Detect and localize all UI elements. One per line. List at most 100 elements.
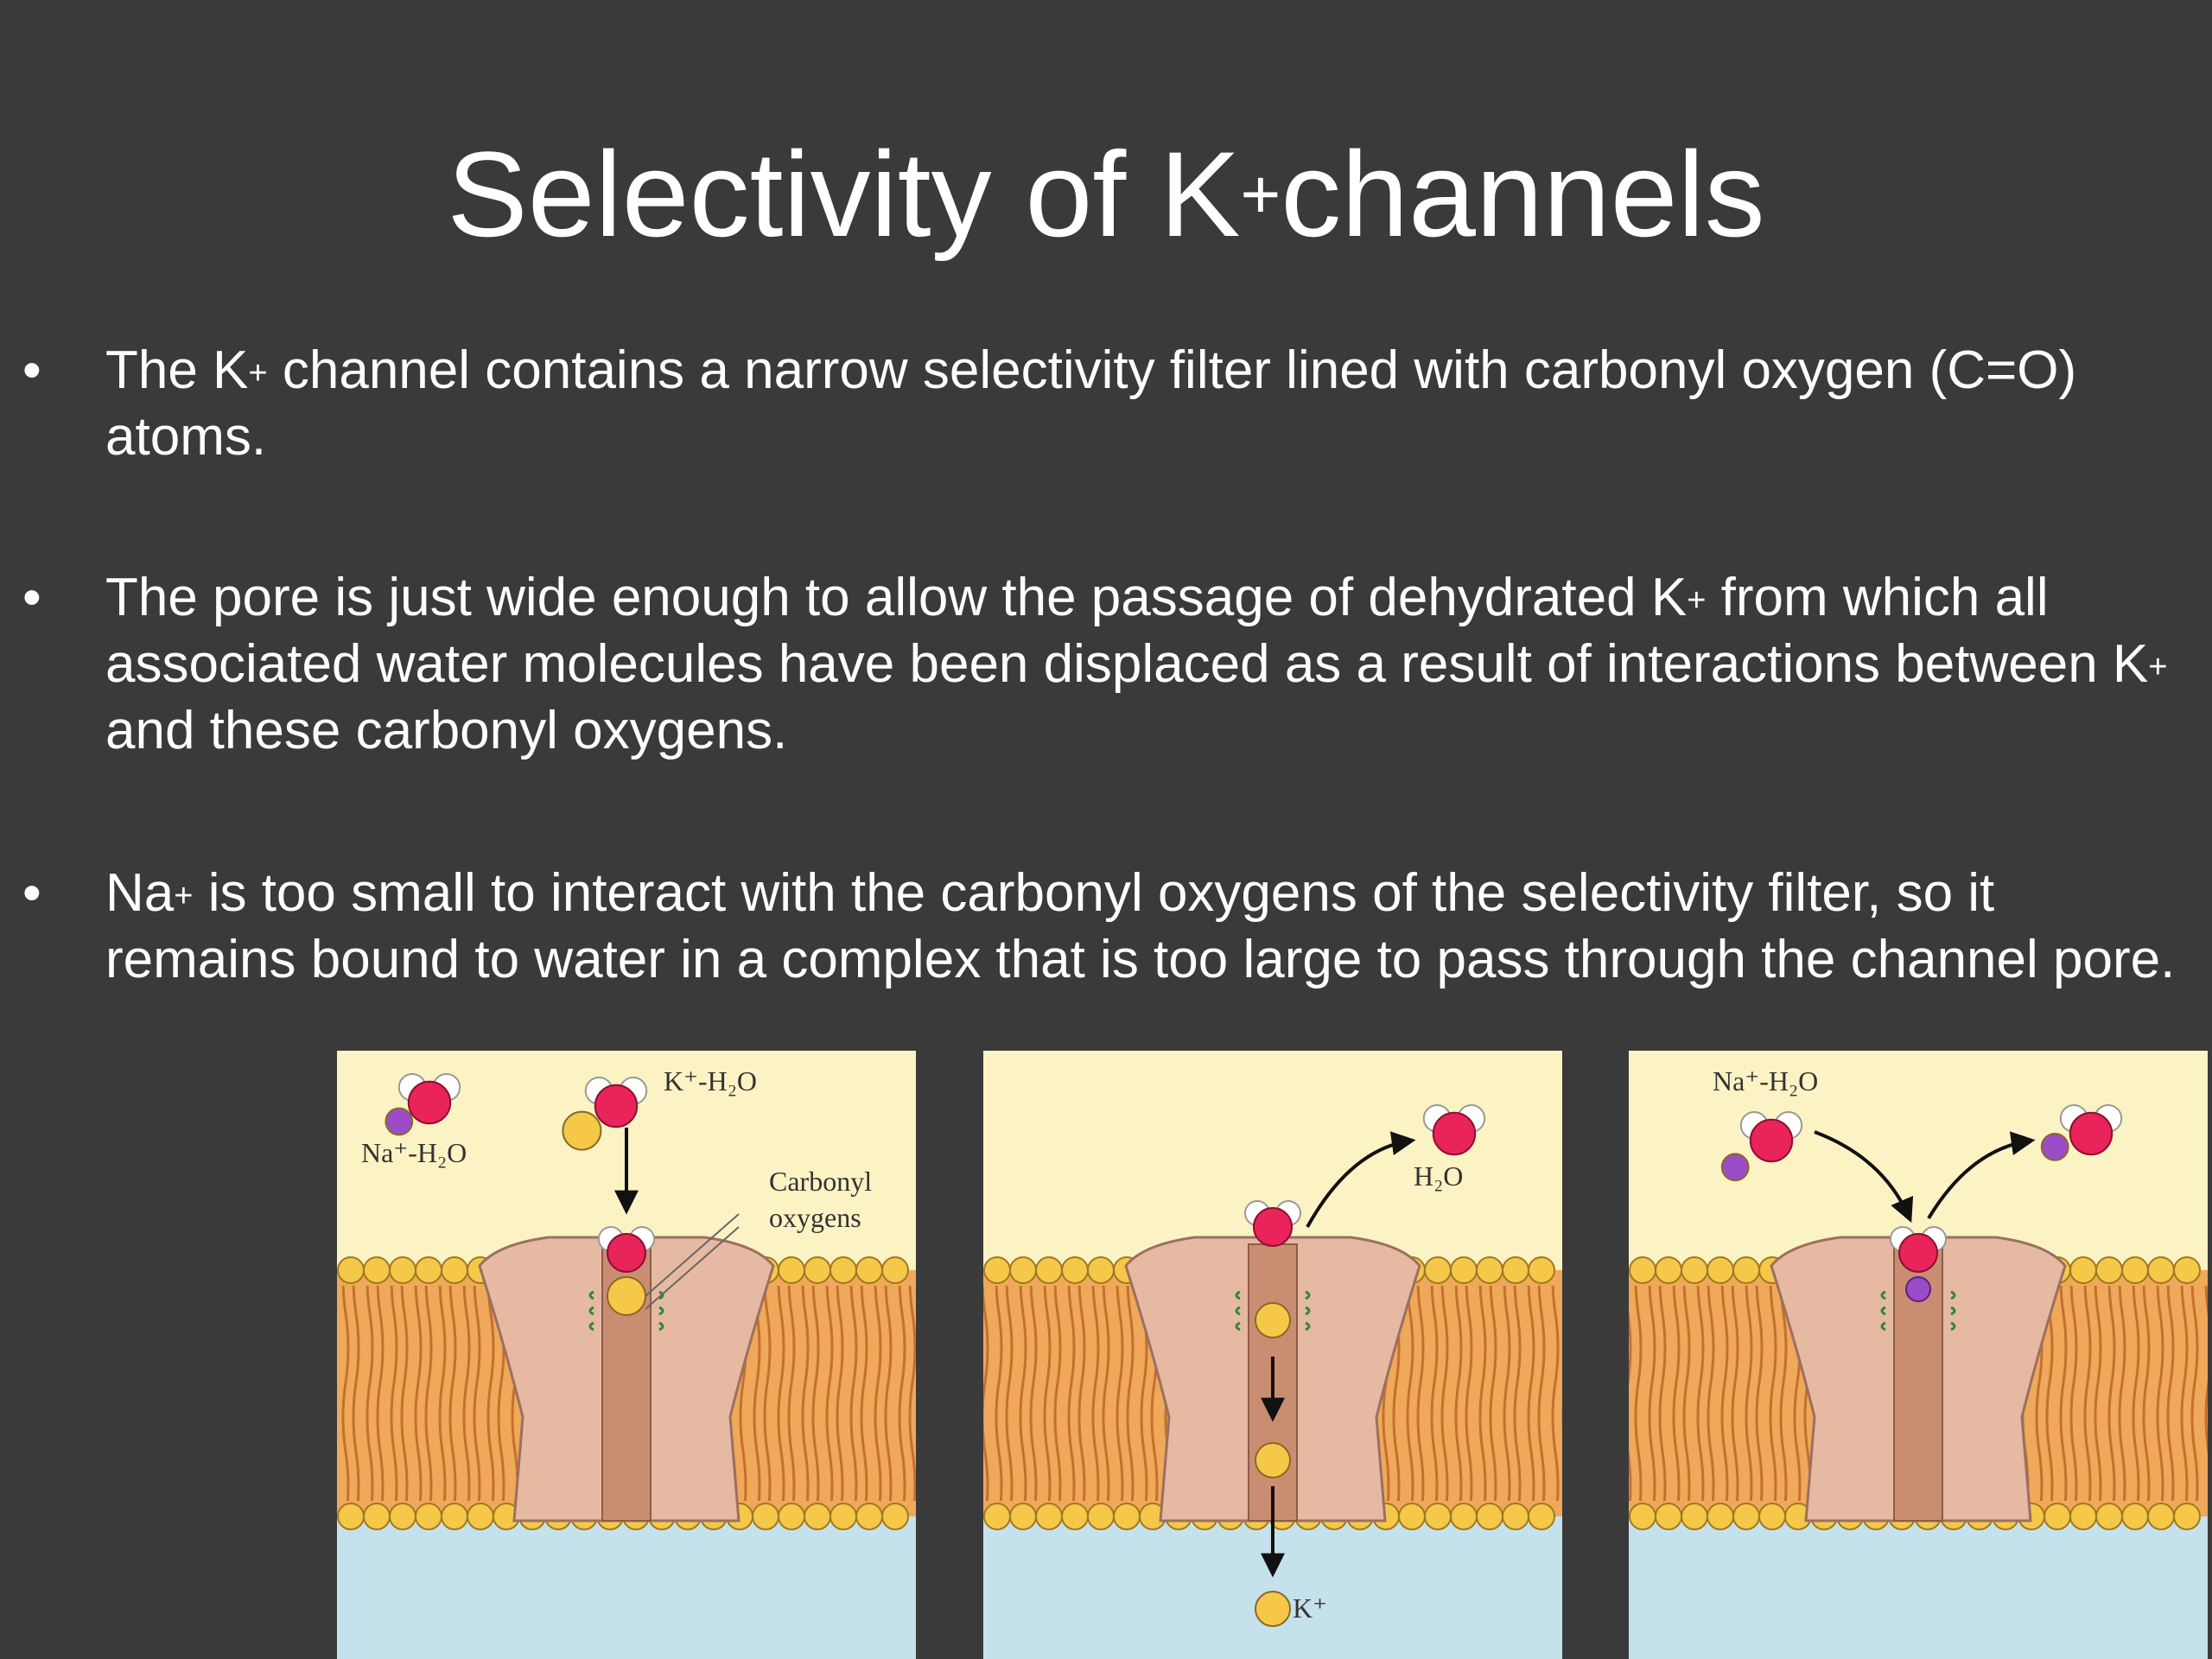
diagram-panel: [983, 1051, 1562, 1659]
channel-protein: [478, 1236, 775, 1522]
k-ion-icon: [1255, 1302, 1291, 1338]
label-na-h2o-left: Na⁺-H₂O: [361, 1137, 467, 1168]
carbonyl-icon: [1950, 1321, 1956, 1332]
lipid-head-icon: [2173, 1503, 2201, 1530]
carbonyl-icon: [1235, 1321, 1241, 1332]
carbonyl-icon: [1880, 1321, 1886, 1332]
lipid-head-icon: [1940, 1503, 1967, 1530]
hydrogen-icon: [2059, 1104, 2088, 1133]
lipid-head-icon: [389, 1256, 416, 1284]
lipid-head-icon: [1087, 1503, 1115, 1530]
lipid-head-icon: [1784, 1256, 1812, 1284]
ion-icon: [562, 1110, 602, 1151]
lipid-head-icon: [1940, 1256, 1967, 1284]
diagram-panel: [337, 1051, 916, 1659]
hydrogen-icon: [584, 1077, 613, 1105]
lipid-tails: [983, 1286, 1562, 1501]
lipid-head-icon: [648, 1503, 676, 1530]
bullet-sup: +: [248, 355, 268, 391]
lipid-head-icon: [544, 1503, 572, 1530]
hydrogen-icon: [598, 1226, 624, 1252]
lipid-head-icon: [337, 1503, 365, 1530]
carbonyl-icon: [658, 1321, 664, 1332]
cytoplasm-region: [1629, 1516, 2208, 1659]
lipid-head-icon: [2044, 1256, 2071, 1284]
lipid-head-icon: [1320, 1256, 1348, 1284]
lipid-head-icon: [1139, 1503, 1166, 1530]
channel-protein: [1770, 1236, 2067, 1522]
lipid-head-icon: [1217, 1503, 1244, 1530]
carbonyl-icon: [1235, 1306, 1241, 1316]
carbonyl-icon: [1305, 1321, 1311, 1332]
lipid-head-icon: [2044, 1503, 2071, 1530]
lipid-head-icon: [1966, 1503, 1993, 1530]
bullet-sup: +: [1687, 582, 1707, 619]
lipid-head-icon: [2018, 1256, 2045, 1284]
oxygen-icon: [1432, 1111, 1477, 1156]
lipid-head-icon: [1009, 1503, 1037, 1530]
carbonyl-icon: [588, 1290, 594, 1300]
hydrogen-icon: [619, 1077, 648, 1105]
k-ion-icon: [1255, 1591, 1291, 1627]
lipid-head-icon: [493, 1256, 520, 1284]
k-ion-icon: [1255, 1442, 1291, 1478]
lipid-head-icon: [389, 1503, 416, 1530]
oxygen-icon: [407, 1080, 452, 1125]
lipid-head-icon: [855, 1256, 883, 1284]
hydrogen-icon: [1774, 1111, 1803, 1140]
label-na-h2o-right: Na⁺-H₂O: [1713, 1065, 1818, 1096]
membrane-region: [1629, 1270, 2208, 1516]
lipid-head-icon: [2147, 1503, 2175, 1530]
lipid-head-icon: [1758, 1256, 1786, 1284]
lipid-head-icon: [1862, 1256, 1890, 1284]
lipid-head-icon: [1061, 1503, 1089, 1530]
bullet-item-2: • The pore is just wide enough to allow …: [22, 564, 2179, 764]
ion-icon: [2040, 1133, 2069, 1161]
bullet-text: is too small to interact with the carbon…: [105, 863, 2176, 989]
lipid-head-icon: [1087, 1256, 1115, 1284]
lipid-head-icon: [544, 1256, 572, 1284]
label-h2o: H₂O: [1414, 1160, 1463, 1192]
hydrogen-icon: [1457, 1104, 1486, 1133]
lipid-head-icon: [1914, 1503, 1942, 1530]
title-main: Selectivity of K: [447, 126, 1241, 262]
lipid-head-icon: [830, 1503, 857, 1530]
lipid-head-icon: [1836, 1503, 1864, 1530]
lipid-head-icon: [1294, 1503, 1322, 1530]
lipid-head-icon: [1268, 1256, 1296, 1284]
lipid-head-icon: [363, 1256, 391, 1284]
lipid-head-icon: [700, 1256, 728, 1284]
lipid-head-icon: [518, 1256, 546, 1284]
bullet-item-3: • Na+ is too small to interact with the …: [22, 860, 2179, 993]
lipid-head-icon: [1914, 1256, 1942, 1284]
cytoplasm-region: [983, 1516, 1562, 1659]
carbonyl-icon: [588, 1306, 594, 1316]
lipid-tails: [1629, 1286, 2208, 1501]
hydrogen-icon: [432, 1073, 461, 1102]
hydrogen-icon: [397, 1073, 427, 1102]
lipid-head-icon: [830, 1256, 857, 1284]
cytoplasm-region: [337, 1516, 916, 1659]
lipid-head-icon: [1165, 1256, 1192, 1284]
lipid-head-icon: [622, 1256, 650, 1284]
lipid-head-icon: [1707, 1256, 1734, 1284]
lipid-head-icon: [1655, 1503, 1682, 1530]
lipid-head-icon: [1346, 1256, 1374, 1284]
oxygen-icon: [2069, 1111, 2113, 1156]
lipid-head-icon: [1346, 1503, 1374, 1530]
lipid-head-icon: [1862, 1503, 1890, 1530]
lipid-head-icon: [1888, 1256, 1916, 1284]
lipid-head-icon: [1268, 1503, 1296, 1530]
bullet-text: from which all associated water molecule…: [105, 568, 2149, 694]
lipid-head-icon: [1009, 1256, 1037, 1284]
lipid-head-icon: [1502, 1503, 1529, 1530]
membrane-region: [337, 1270, 916, 1516]
arrow-curve-icon: [1927, 1131, 2036, 1220]
lipid-head-icon: [804, 1256, 831, 1284]
carbonyl-icon: [1950, 1306, 1956, 1316]
bullet-text: and these carbonyl oxygens.: [105, 701, 788, 760]
carbonyl-icon: [658, 1290, 664, 1300]
lipid-head-icon: [855, 1503, 883, 1530]
lipid-head-icon: [648, 1256, 676, 1284]
slide-title: Selectivity of K+channels: [0, 121, 2212, 268]
